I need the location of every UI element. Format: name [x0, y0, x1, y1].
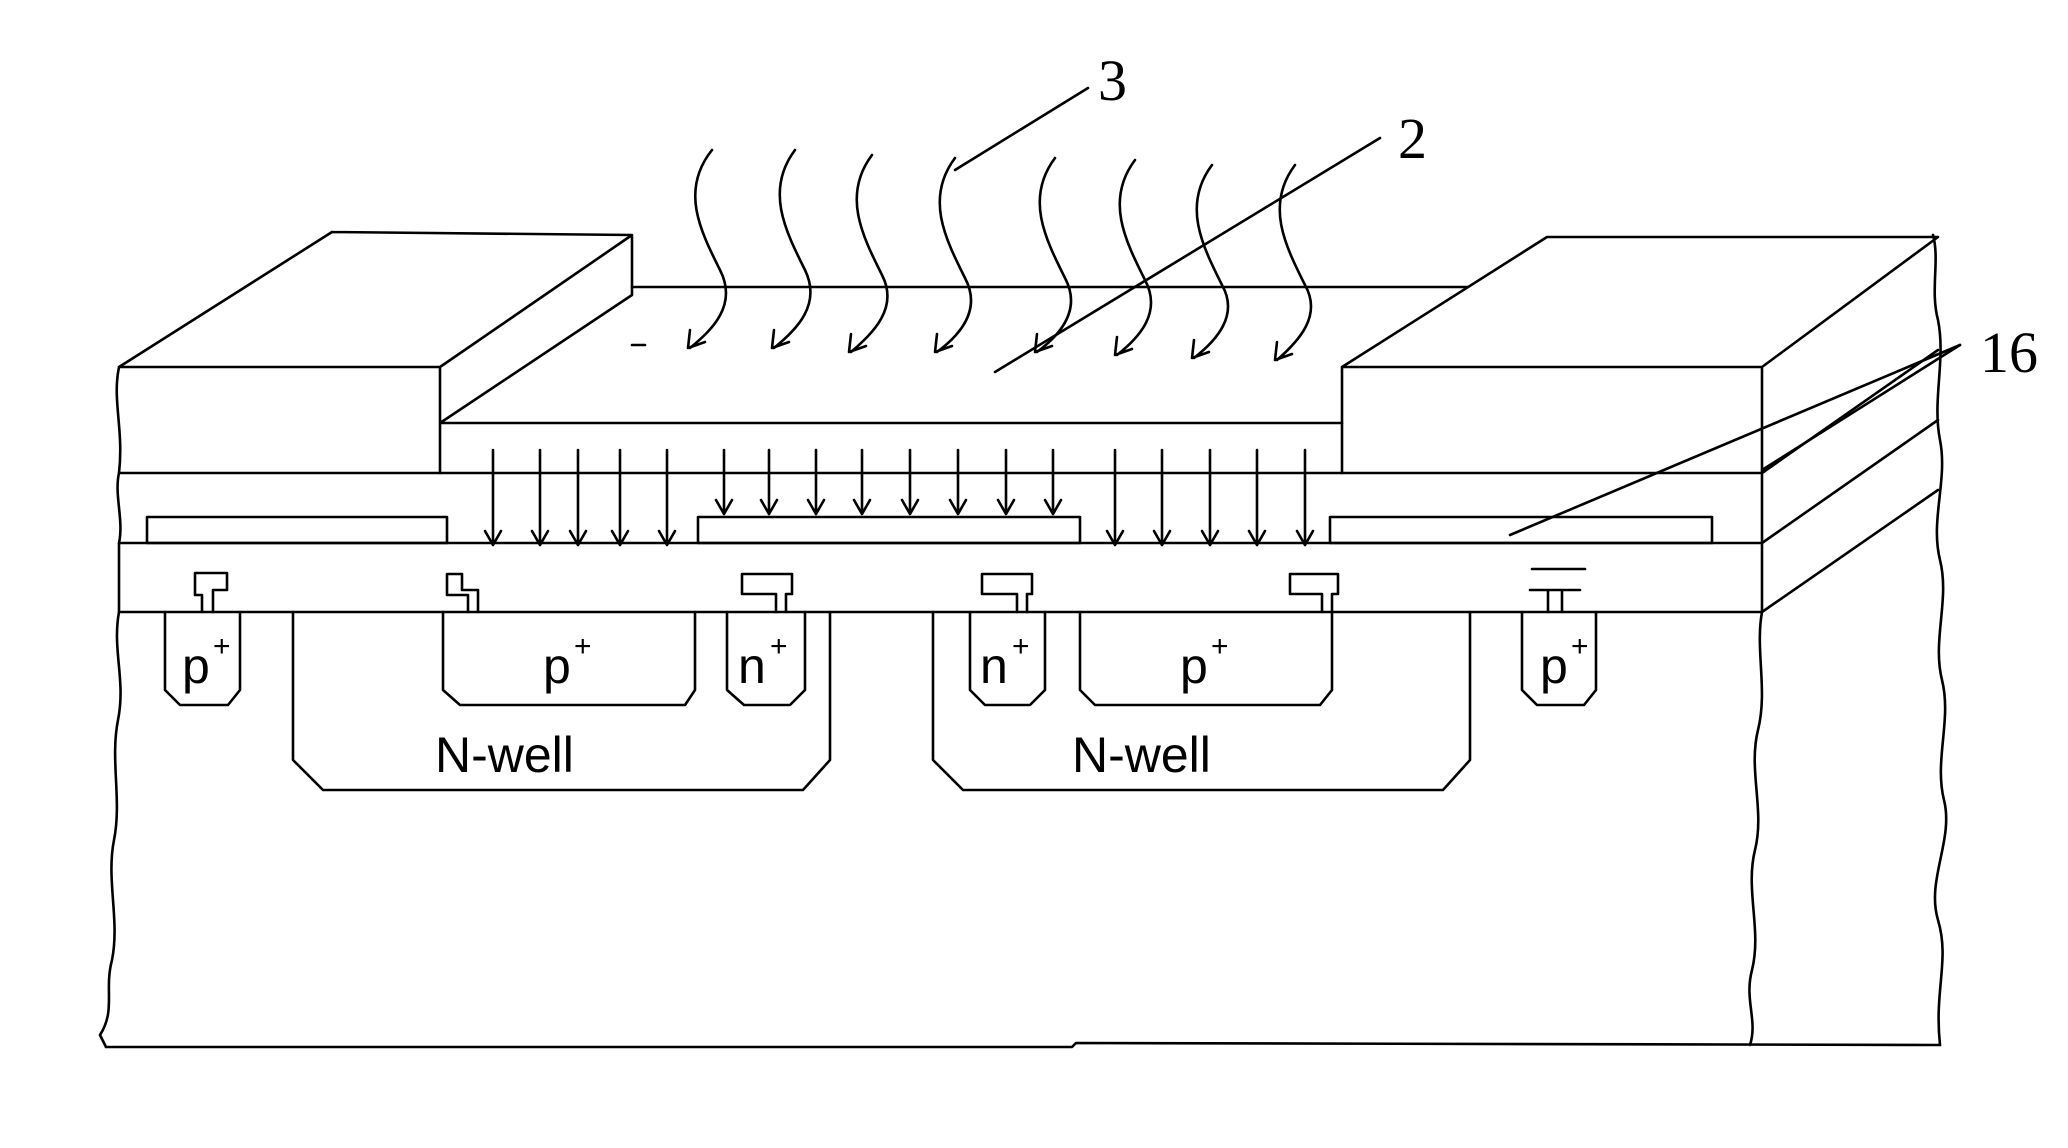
- region-label-n-plus-2: n: [980, 638, 1008, 694]
- leader-line-16-a: [1510, 345, 1960, 535]
- region-label-n-well-right: N-well: [1072, 727, 1211, 783]
- substrate: [100, 612, 1940, 1047]
- metal-strip-left: [147, 517, 447, 543]
- dielectric-layer: [118, 350, 1938, 543]
- sensing-layer: [632, 287, 1468, 345]
- region-label-plus-1: +: [213, 630, 231, 663]
- contact-plugs: [195, 569, 1585, 612]
- radiation-arrows-vertical: [485, 450, 1313, 545]
- region-label-plus-5: +: [1211, 630, 1229, 663]
- region-label-plus-6: +: [1571, 630, 1589, 663]
- region-label-p-plus-3: p: [1180, 638, 1208, 694]
- label-3: 3: [1098, 48, 1127, 113]
- region-label-n-plus-1: n: [738, 638, 766, 694]
- right-block: [1342, 237, 1938, 473]
- label-2: 2: [1398, 106, 1427, 171]
- incident-radiation-waves: [688, 150, 1311, 360]
- region-label-p-plus-2: p: [543, 638, 571, 694]
- left-block: [117, 232, 1342, 473]
- leader-line-16-b: [1762, 345, 1960, 470]
- substrate-depth-line: [1762, 490, 1938, 612]
- region-label-p-plus-4: p: [1540, 638, 1568, 694]
- region-label-p-plus-1: p: [182, 638, 210, 694]
- region-label-plus-4: +: [1012, 630, 1030, 663]
- region-label-n-well-left: N-well: [435, 727, 574, 783]
- label-16: 16: [1980, 320, 2038, 385]
- region-label-plus-3: +: [770, 630, 788, 663]
- metal-strip-center: [698, 517, 1080, 543]
- leader-line-3: [955, 88, 1088, 170]
- region-label-plus-2: +: [574, 630, 592, 663]
- diffusion-regions: [165, 612, 1596, 790]
